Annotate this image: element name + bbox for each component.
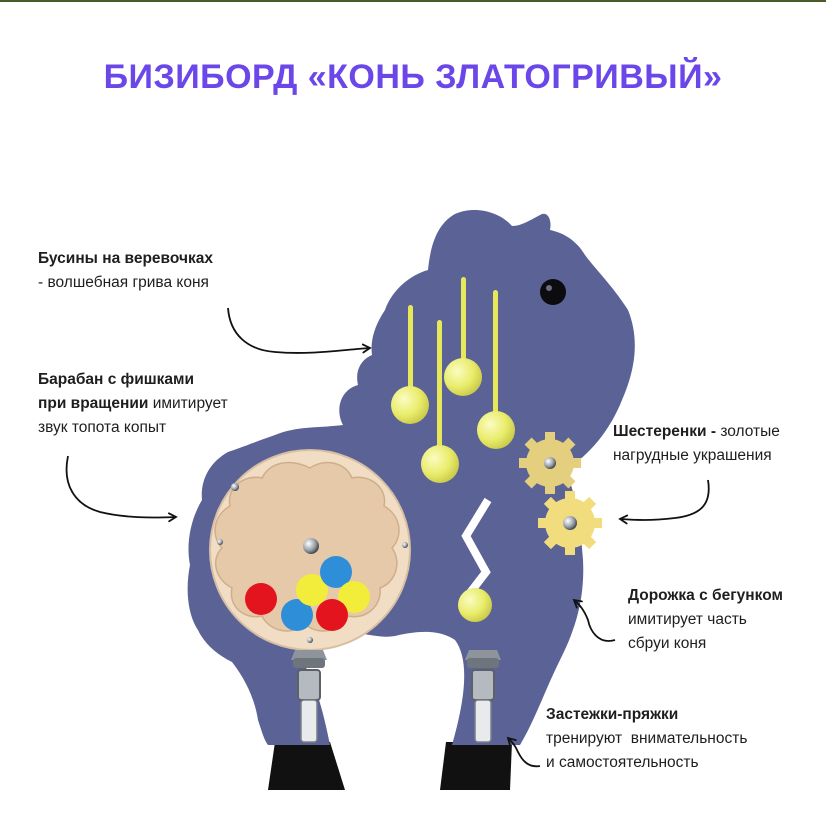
base-left-hoof	[268, 742, 345, 790]
arrow-track	[572, 598, 616, 642]
arrow-drum	[65, 455, 178, 523]
buckle-left	[291, 650, 327, 743]
callout-gears-text-2: нагрудные украшения	[613, 447, 772, 464]
callout-drum-text-1: имитирует	[148, 395, 228, 412]
chip-red-1	[245, 583, 277, 615]
callout-beads-text: - волшебная грива коня	[38, 274, 209, 291]
bead-rod-4	[493, 290, 498, 422]
chip-yellow-1	[296, 574, 328, 606]
callout-beads: Бусины на веревочках - волшебная грива к…	[38, 247, 213, 295]
horse-eye-icon	[540, 279, 566, 305]
bead-1	[391, 386, 429, 424]
callout-drum: Барабан с фишками при вращении имитирует…	[38, 368, 228, 440]
bead-rod-3	[461, 277, 466, 377]
callout-drum-bold: при вращении	[38, 395, 149, 412]
callout-buckles-text-1: тренируют внимательность	[546, 730, 748, 747]
runner-bead	[458, 588, 492, 622]
gear-top	[519, 432, 581, 494]
bead-rod-1	[408, 305, 413, 400]
bead-rod-2	[437, 320, 442, 460]
bead-3	[444, 358, 482, 396]
callout-buckles: Застежки-пряжки тренируют внимательность…	[546, 703, 747, 775]
callout-beads-title: Бусины на веревочках	[38, 250, 213, 267]
runner-track	[461, 497, 492, 601]
callout-track: Дорожка с бегунком имитирует часть сбруи…	[628, 584, 783, 656]
bead-4	[477, 411, 515, 449]
callout-gears-text-1: золотые	[716, 423, 780, 440]
top-border-line	[0, 0, 826, 2]
callout-track-text-1: имитирует часть	[628, 611, 747, 628]
arrow-beads	[227, 307, 372, 354]
buckle-right	[465, 650, 501, 743]
callout-gears: Шестеренки - золотые нагрудные украшения	[613, 420, 780, 468]
callout-buckles-text-2: и самостоятельность	[546, 754, 699, 771]
arrow-gears	[618, 479, 710, 525]
arrow-buckles	[506, 736, 541, 768]
callout-drum-title: Барабан с фишками	[38, 371, 195, 388]
chip-red-2	[316, 599, 348, 631]
page-title: БИЗИБОРД «КОНЬ ЗЛАТОГРИВЫЙ»	[103, 58, 723, 96]
chip-yellow-2	[338, 581, 370, 613]
gear-bottom	[538, 491, 602, 555]
callout-track-text-2: сбруи коня	[628, 635, 707, 652]
callout-gears-title: Шестеренки -	[613, 423, 717, 440]
bead-2	[421, 445, 459, 483]
callout-track-title: Дорожка с бегунком	[628, 587, 783, 604]
callout-buckles-title: Застежки-пряжки	[546, 706, 679, 723]
callout-drum-text-2: звук топота копыт	[38, 419, 167, 436]
drum-bolt-center	[303, 538, 319, 554]
chip-blue-2	[320, 556, 352, 588]
base-right-hoof	[440, 742, 512, 790]
chip-blue-1	[281, 599, 313, 631]
